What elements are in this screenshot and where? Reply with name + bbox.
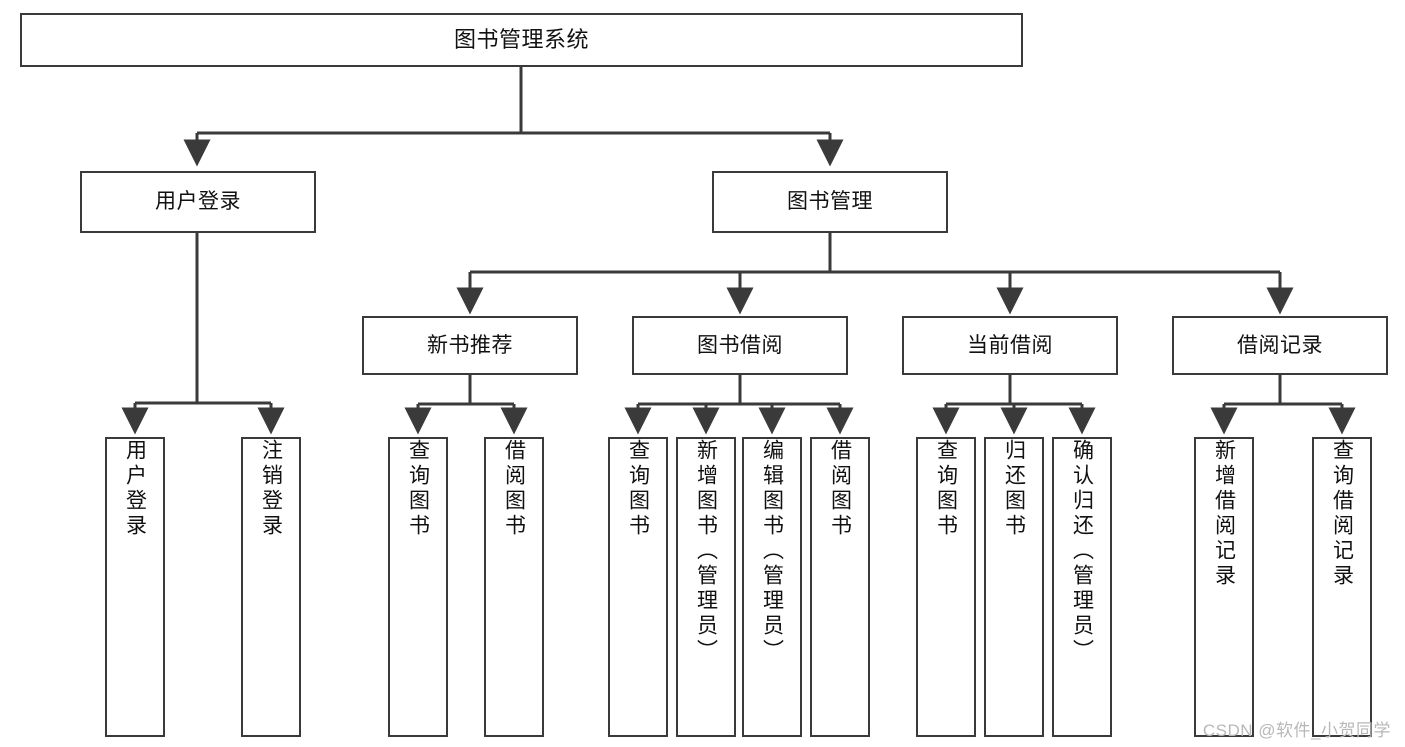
node-label: 新增图书（管理员） [694,439,718,664]
node-label: 编辑图书（管理员） [760,439,784,664]
node-label: 用户登录 [155,190,241,214]
node-borrow-records[interactable]: 借阅记录 [1172,316,1388,375]
leaf-node-logout[interactable]: 注销登录 [241,437,301,737]
node-label: 借阅图书 [828,439,852,539]
leaf-node-query-borrow-record[interactable]: 查询借阅记录 [1312,437,1372,737]
leaf-node-query-books-current[interactable]: 查询图书 [916,437,976,737]
node-label: 查询图书 [406,439,430,539]
node-label: 确认归还（管理员） [1070,439,1094,664]
leaf-node-query-books-recommend[interactable]: 查询图书 [388,437,448,737]
node-user-login[interactable]: 用户登录 [80,171,316,233]
node-current-borrowing[interactable]: 当前借阅 [902,316,1118,375]
node-label: 归还图书 [1002,439,1026,539]
node-root-book-management-system[interactable]: 图书管理系统 [20,13,1023,67]
node-label: 借阅记录 [1237,333,1323,357]
leaf-node-query-books-borrowing[interactable]: 查询图书 [608,437,668,737]
node-label: 查询借阅记录 [1330,439,1354,589]
node-label: 新增借阅记录 [1212,439,1236,589]
node-label: 注销登录 [259,439,283,539]
leaf-node-confirm-return-admin[interactable]: 确认归还（管理员） [1052,437,1112,737]
node-new-book-recommendation[interactable]: 新书推荐 [362,316,578,375]
csdn-watermark: CSDN @软件_小贺同学 [1202,721,1391,740]
leaf-node-user-login[interactable]: 用户登录 [105,437,165,737]
node-label: 用户登录 [123,439,147,539]
node-label: 查询图书 [934,439,958,539]
leaf-node-return-books[interactable]: 归还图书 [984,437,1044,737]
node-label: 新书推荐 [427,333,513,357]
node-label: 图书借阅 [697,333,783,357]
node-book-management[interactable]: 图书管理 [712,171,948,233]
leaf-node-borrow-books-borrowing[interactable]: 借阅图书 [810,437,870,737]
node-label: 借阅图书 [502,439,526,539]
leaf-node-borrow-books-recommend[interactable]: 借阅图书 [484,437,544,737]
node-label: 图书管理 [787,190,873,214]
node-label: 图书管理系统 [453,26,589,52]
leaf-node-edit-book-admin[interactable]: 编辑图书（管理员） [742,437,802,737]
node-book-borrowing[interactable]: 图书借阅 [632,316,848,375]
leaf-node-add-book-admin[interactable]: 新增图书（管理员） [676,437,736,737]
node-label: 查询图书 [626,439,650,539]
leaf-node-add-borrow-record[interactable]: 新增借阅记录 [1194,437,1254,737]
node-label: 当前借阅 [967,333,1053,357]
